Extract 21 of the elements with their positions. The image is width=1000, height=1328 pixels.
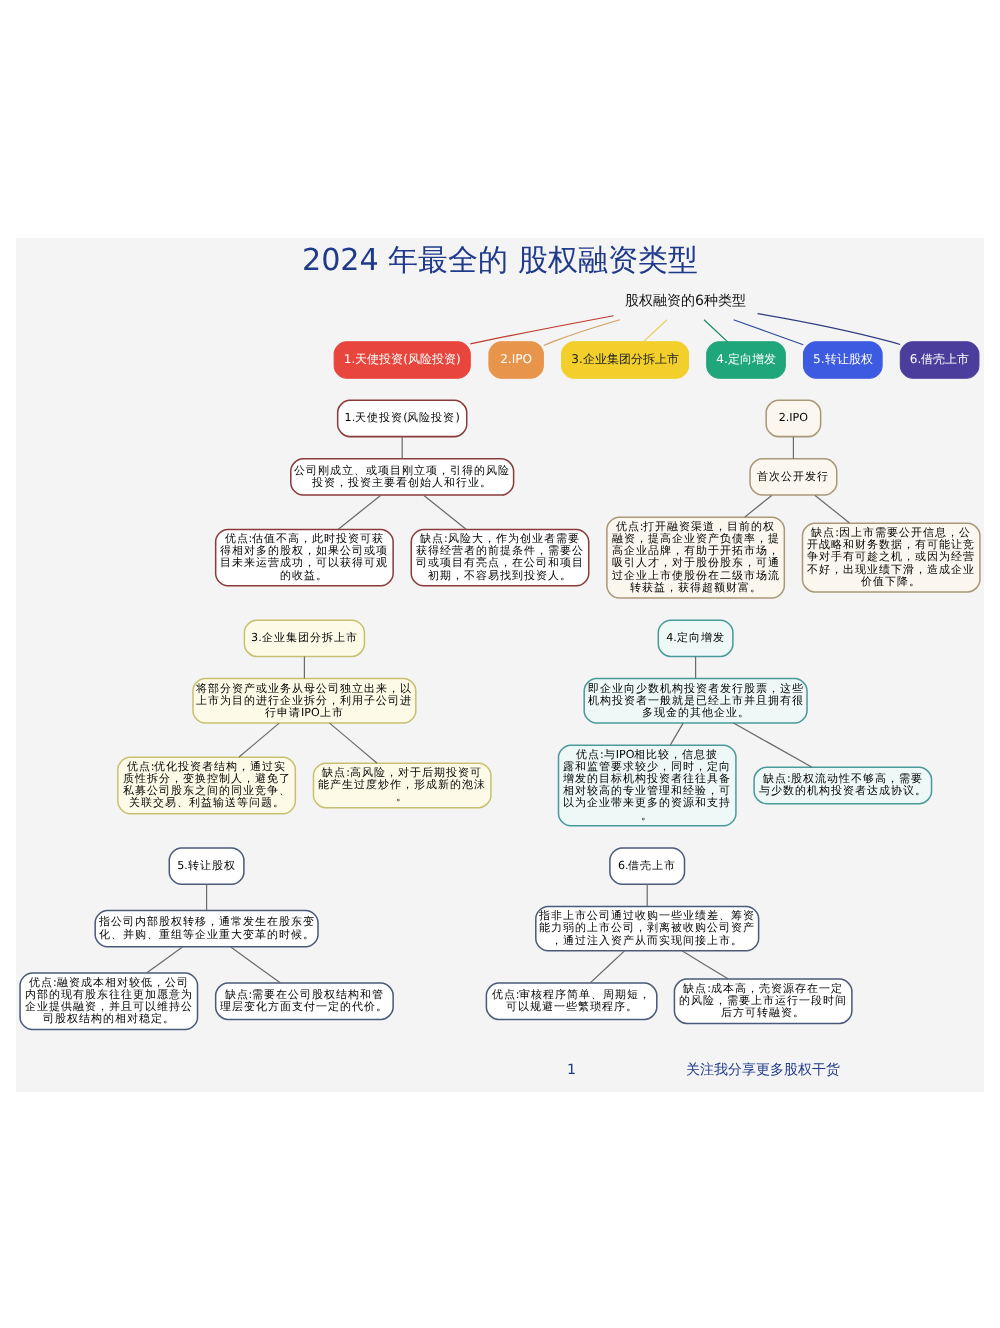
connector [238, 721, 280, 757]
connector [469, 314, 615, 344]
connector [792, 435, 794, 459]
connector [703, 318, 729, 342]
connector [543, 318, 621, 346]
connector [695, 654, 697, 679]
connector [206, 882, 208, 910]
connector [681, 949, 729, 979]
connector [732, 318, 804, 345]
connector [589, 949, 626, 983]
connector [756, 311, 901, 345]
connector [669, 721, 684, 745]
connector [642, 318, 668, 342]
connector [744, 493, 773, 517]
diagram-title: 2024 年最全的 股权融资类型 [301, 241, 699, 278]
connector [303, 654, 305, 679]
connector [814, 493, 851, 523]
connector [646, 882, 648, 906]
connector [401, 435, 403, 459]
connector [146, 945, 184, 973]
connector [328, 721, 378, 763]
